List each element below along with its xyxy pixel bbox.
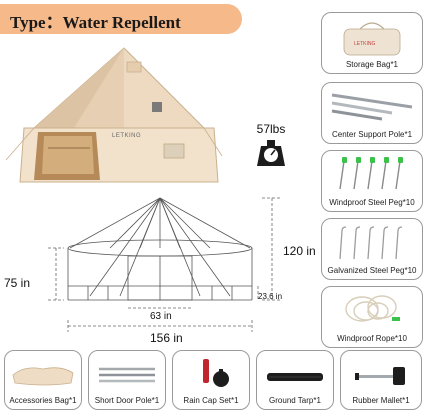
door-width-dimension: 63 in [150, 311, 172, 322]
accessory-card-steel-peg: Windproof Steel Peg*10 [321, 150, 423, 212]
tent-illustration: LETKING [4, 40, 224, 190]
wall-height-dimension: 75 in [4, 276, 31, 290]
accessory-label: Windproof Steel Peg*10 [329, 198, 415, 207]
rubber-mallet-icon [355, 367, 405, 385]
door-pole-icon [99, 367, 155, 383]
brand-logo: LETKING [112, 133, 142, 139]
accessory-label: Rubber Mallet*1 [352, 396, 410, 405]
accessory-card-ground-tarp: Ground Tarp*1 [256, 350, 334, 410]
pole-icon [331, 93, 413, 121]
accessory-label: Storage Bag*1 [345, 60, 399, 69]
accessory-label: Ground Tarp*1 [269, 396, 321, 405]
rain-cap-icon [203, 359, 229, 387]
scale-icon [257, 140, 285, 166]
galvanized-peg-icon [339, 226, 403, 260]
accessory-label: Accessories Bag*1 [9, 396, 77, 405]
accessory-label: Galvanized Steel Peg*10 [327, 266, 417, 275]
accessories-bag-icon [12, 367, 74, 386]
weight-indicator: 57lbs [246, 122, 296, 182]
door-height-dimension: 23.6 in [258, 292, 283, 301]
height-dimension: 120 in [283, 244, 316, 258]
rope-icon [345, 295, 400, 322]
accessory-card-rope: Windproof Rope*10 [321, 286, 423, 348]
accessory-card-door-pole: Short Door Pole*1 [88, 350, 166, 410]
accessory-card-accessories-bag: Accessories Bag*1 [4, 350, 82, 410]
accessory-label: Rain Cap Set*1 [183, 396, 239, 405]
diameter-dimension: 156 in [150, 331, 183, 345]
accessory-label: Center Support Pole*1 [331, 130, 413, 139]
storage-bag-icon: LETKING [343, 22, 401, 56]
accessory-card-galvanized-peg: Galvanized Steel Peg*10 [321, 218, 423, 280]
dimension-diagram: 120 in 75 in 23.6 in 63 in 156 in [0, 192, 320, 345]
accessory-card-storage-bag: LETKING Storage Bag*1 [321, 12, 423, 74]
accessory-label: Short Door Pole*1 [94, 396, 160, 405]
svg-text:LETKING: LETKING [354, 41, 376, 47]
accessory-label: Windproof Rope*10 [337, 334, 407, 343]
accessory-card-rain-cap: Rain Cap Set*1 [172, 350, 250, 410]
accessory-card-rubber-mallet: Rubber Mallet*1 [340, 350, 422, 410]
title-banner: Type：Water Repellent [0, 4, 242, 34]
steel-peg-icon [339, 157, 403, 190]
weight-value: 57lbs [256, 122, 286, 136]
page-title: Type：Water Repellent [10, 13, 181, 32]
ground-tarp-icon [267, 373, 323, 381]
accessory-card-center-pole: Center Support Pole*1 [321, 82, 423, 144]
